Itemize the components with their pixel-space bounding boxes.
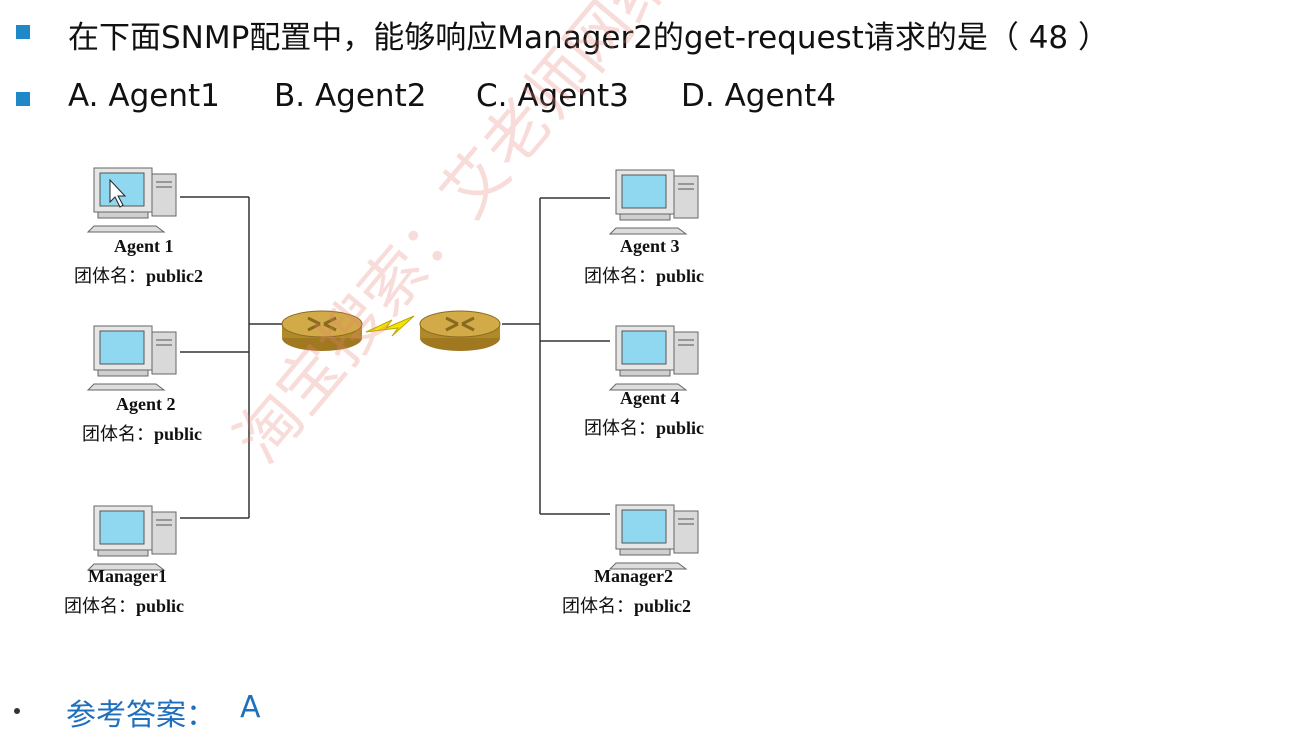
manager2-community: 团体名：public2: [562, 596, 692, 616]
agent4-community: 团体名：public: [584, 418, 705, 438]
router-left: [280, 309, 364, 353]
agent2-pc-icon: [87, 325, 177, 391]
agent1-pc-icon: [87, 167, 177, 233]
manager1-community: 团体名：public: [64, 596, 185, 616]
question-text: 在下面SNMP配置中，能够响应Manager2的get-request请求的是（…: [68, 20, 1109, 56]
option-b: B. Agent2: [274, 78, 427, 114]
agent3-pc-icon: [609, 169, 699, 235]
router-right: [418, 309, 502, 353]
manager2-pc-icon: [609, 504, 699, 570]
serial-link: [365, 315, 415, 337]
left-bus: [180, 196, 285, 519]
bullet-square: [16, 25, 30, 39]
agent1-name: Agent 1: [114, 236, 174, 256]
agent2-name: Agent 2: [116, 394, 176, 414]
agent4-name: Agent 4: [620, 388, 680, 408]
answer-label: 参考答案：: [66, 698, 216, 733]
agent2-community: 团体名：public: [82, 424, 203, 444]
manager2-name: Manager2: [594, 566, 673, 586]
right-bus: [502, 197, 610, 515]
agent1-community: 团体名：public2: [74, 266, 204, 286]
answer-value: A: [240, 690, 261, 725]
cursor-icon: [109, 178, 127, 208]
agent3-name: Agent 3: [620, 236, 680, 256]
manager1-pc-icon: [87, 505, 177, 571]
agent3-community: 团体名：public: [584, 266, 705, 286]
agent4-pc-icon: [609, 325, 699, 391]
option-a: A. Agent1: [68, 78, 220, 114]
bullet-dot: [14, 708, 20, 714]
option-d: D. Agent4: [681, 78, 837, 114]
option-c: C. Agent3: [476, 78, 629, 114]
bullet-square: [16, 92, 30, 106]
manager1-name: Manager1: [88, 566, 167, 586]
